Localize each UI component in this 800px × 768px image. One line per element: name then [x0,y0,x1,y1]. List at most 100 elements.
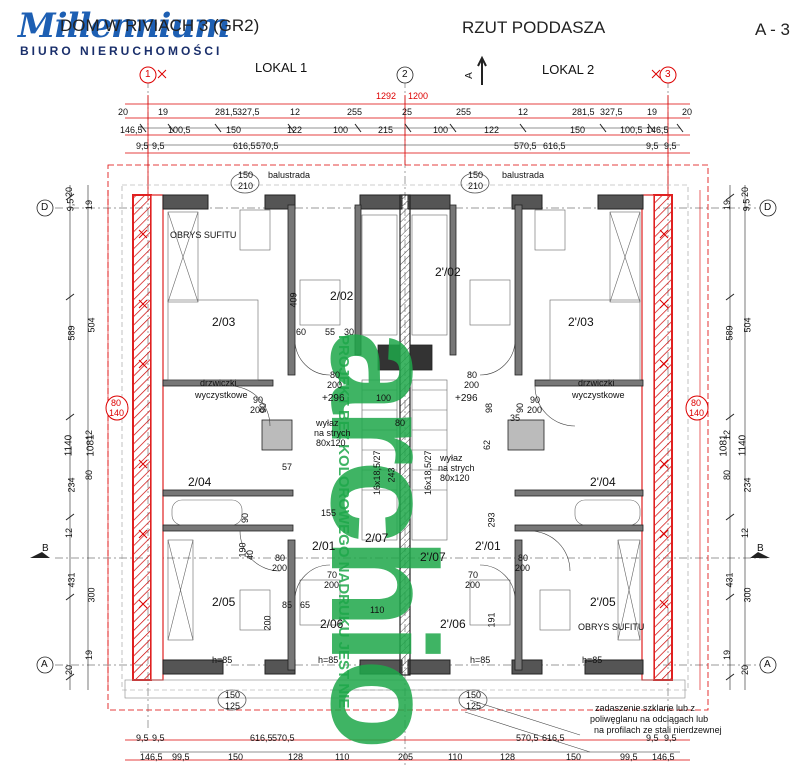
dim-left-8: 12 [64,527,75,539]
door-70-200-1b: 200 [324,580,340,590]
dim-left-6: 234 [66,477,77,493]
dim-left-0: 20 [64,186,75,198]
dim-left-9: 300 [86,587,97,603]
lokal-left: LOKAL 1 [255,60,308,75]
dim-top3-9: 100,5 [620,125,643,135]
inner-dim-3: 55 [325,327,336,337]
stairs-right: 16x18,5/27 [423,450,433,495]
dim-left-3: 504 [86,317,97,333]
room-2-04: 2/04 [188,475,212,489]
dim-bot2-6: 110 [448,752,463,762]
dim-top4-5: 616,5 [543,141,566,151]
label-na-strych-right: na strych [438,463,475,473]
dim-left-outer: 1140 [63,434,75,457]
plan-title: RZUT PODDASZA [462,18,606,37]
inner-dim-22: 190 [237,542,248,558]
dim-top2-2: 281,5 [215,107,238,117]
inner-dim-4: 30 [344,327,355,337]
watermark-vertical-text: PROJEKT BEZ KOLOROWEGO NADRUKU JEST NIE [335,335,352,709]
dim-right-1: 19 [722,199,733,211]
dim-bot1-6: 9,5 [646,733,659,743]
section-b-right: B [757,543,764,554]
axis-a-left: A [41,659,48,670]
door-80-200-2a: 80 [467,370,478,380]
dim-bot2-2: 150 [228,752,244,762]
dim-bot2-4: 110 [335,752,350,762]
door-80-200-1b: 200 [327,380,343,390]
door-90-200-2b: 200 [527,405,543,415]
label-obrys-sufitu-top: OBRYS SUFITU [170,230,237,240]
inner-dim-6: 155 [321,508,337,518]
room-2-05: 2/05 [212,595,236,609]
dim-top3-3: 122 [287,125,303,135]
dim-top4-4: 570,5 [514,141,537,151]
section-b-left: B [42,543,49,554]
inner-dim-13: 191 [486,612,497,628]
dim-bot1-1: 9,5 [152,733,165,743]
window-150-210-left-a: 150 [238,170,254,180]
room-2-07: 2/07 [365,531,389,545]
window-150-125-left-a: 150 [225,690,241,700]
canopy-note-2: poliwęglanu na odciągach lub [590,714,709,724]
window-150-125-left-b: 125 [225,701,241,711]
axis-a-right: A [764,659,771,670]
logo-subtitle: BIURO NIERUCHOMOŚCI [20,44,223,58]
window-150-125-right-b: 125 [466,701,482,711]
dim-bot2-1: 99,5 [172,752,190,762]
h85-2: h=85 [318,655,339,665]
inner-dim-2: 90 [258,402,269,414]
room-2p-07: 2'/07 [420,550,446,564]
dim-overall: 1292 [376,91,397,101]
dim-top2-12: 20 [682,107,693,117]
axis-1: 1 [145,69,151,80]
dim-left-11: 19 [84,649,95,661]
dim-bot1-0: 9,5 [136,733,149,743]
inner-dim-20: 90 [240,512,251,524]
dim-bot2-7: 128 [500,752,516,762]
dim-left-2: 9,5 [65,198,76,212]
window-150-210-right-a: 150 [468,170,484,180]
h85-4: h=85 [582,655,603,665]
label-balustrada-right: balustrada [502,170,545,180]
dim-bot1-2: 616,5 [250,733,273,743]
stairs-left: 16x18,5/27 [372,450,382,495]
window-150-125-right-a: 150 [466,690,482,700]
room-2p-02: 2'/02 [435,265,461,279]
canopy-note-3: na profilach ze stali nierdzewnej [594,725,722,735]
dim-top2-3: 327,5 [237,107,260,117]
label-wylaz-right: wyłaz [440,453,463,463]
door-70-200-2a: 70 [468,570,479,580]
dim-top3-6: 100 [433,125,449,135]
dim-top2-9: 281,5 [572,107,595,117]
dim-right-11: 19 [722,649,733,661]
dim-top3-4: 100 [333,125,349,135]
dim-right-10: 300 [742,587,753,603]
door-70-200-2b: 200 [465,580,481,590]
dim-right-3: 589 [724,325,735,341]
window-80-140-left-b: 140 [109,408,125,418]
window-80-140-right-a: 80 [691,398,702,408]
dim-top2-11: 19 [647,107,658,117]
inner-dim-15: 62 [482,439,493,451]
label-wyczystkowe-right: wyczystkowe [572,390,625,400]
room-2-06: 2/06 [320,617,344,631]
dim-bot2-3: 128 [288,752,304,762]
h85-1: h=85 [212,655,233,665]
inner-dim-18: 100 [376,393,392,403]
lokal-right: LOKAL 2 [542,62,595,77]
dim-right-2: 9,5 [741,198,752,212]
inner-dim-17: 57 [282,462,293,472]
dim-left-12: 20 [64,664,75,676]
dim-top4-1: 9,5 [152,141,165,151]
inner-dim-19: 80 [395,418,406,428]
axis-d-right: D [764,202,772,213]
door-90-200-2a: 90 [530,395,541,405]
inner-dim-7: 243 [386,467,397,483]
dim-bot2-10: 146,5 [652,752,675,762]
room-2-02: 2/02 [330,289,354,303]
dim-right-12: 20 [740,664,751,676]
inner-dim-14: 98 [484,402,495,414]
window-80-140-right-b: 140 [689,408,705,418]
dim-bot2-8: 150 [566,752,582,762]
dim-left-1: 19 [84,199,95,211]
